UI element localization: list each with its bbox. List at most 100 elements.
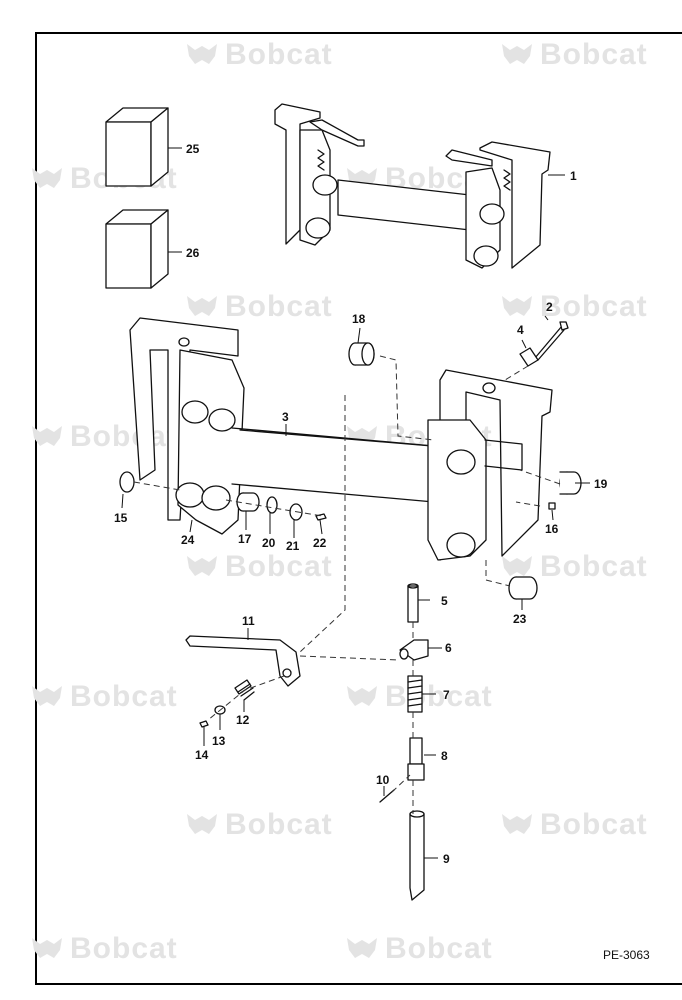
part-11-handle bbox=[185, 635, 301, 687]
bobcat-logo-icon bbox=[502, 814, 532, 834]
part-9-plunger bbox=[409, 810, 425, 901]
callout-20: 20 bbox=[262, 536, 276, 550]
bobcat-watermark: Bobcat bbox=[185, 806, 333, 842]
drawing-border bbox=[35, 32, 682, 985]
bobcat-logo-icon bbox=[187, 44, 217, 64]
callout-26: 26 bbox=[186, 246, 200, 260]
dash-line-23 bbox=[485, 560, 511, 587]
watermark-text: Bobcat bbox=[70, 420, 178, 453]
dash-line-19 bbox=[519, 469, 561, 485]
part-24-left-mount bbox=[129, 317, 245, 535]
bobcat-logo-icon bbox=[187, 556, 217, 576]
callout-17: 17 bbox=[238, 532, 252, 546]
bobcat-watermark: Bobcat bbox=[185, 548, 333, 584]
bobcat-logo-icon bbox=[502, 296, 532, 316]
bobcat-watermark: Bobcat bbox=[185, 288, 333, 324]
watermark-text: Bobcat bbox=[225, 290, 333, 323]
watermark-text: Bobcat bbox=[225, 808, 333, 841]
callout-11: 11 bbox=[242, 614, 255, 628]
callout-1: 1 bbox=[570, 169, 577, 183]
callout-22: 22 bbox=[313, 536, 327, 550]
part-23-bushing bbox=[508, 576, 538, 600]
bobcat-logo-icon bbox=[502, 44, 532, 64]
dash-line-6 bbox=[299, 655, 399, 661]
bobcat-watermark: Bobcat bbox=[500, 36, 648, 72]
right-mount bbox=[427, 369, 553, 561]
callout-12: 12 bbox=[236, 713, 250, 727]
part-8-collar bbox=[407, 737, 425, 781]
bobcat-logo-icon bbox=[32, 938, 62, 958]
watermark-text: Bobcat bbox=[540, 38, 648, 71]
bobcat-logo-icon bbox=[347, 686, 377, 706]
bobcat-watermark: Bobcat bbox=[345, 930, 493, 966]
part-10-rollpin bbox=[379, 789, 395, 803]
bobcat-logo-icon bbox=[187, 814, 217, 834]
callout-5: 5 bbox=[441, 594, 448, 608]
dash-line-17-22 bbox=[225, 499, 323, 517]
bobcat-logo-icon bbox=[502, 556, 532, 576]
part-16-fitting bbox=[548, 502, 556, 510]
watermark-text: Bobcat bbox=[70, 680, 178, 713]
callout-13: 13 bbox=[212, 734, 226, 748]
watermark-text: Bobcat bbox=[540, 290, 648, 323]
part-19-bushing bbox=[559, 471, 582, 495]
callout-8: 8 bbox=[441, 749, 448, 763]
callout-9: 9 bbox=[443, 852, 450, 866]
callout-7: 7 bbox=[443, 688, 450, 702]
drawing-code: PE-3063 bbox=[603, 948, 650, 962]
bobcat-logo-icon bbox=[187, 296, 217, 316]
part-6-block bbox=[399, 639, 429, 661]
bobcat-watermark: Bobcat bbox=[30, 930, 178, 966]
bobcat-watermark: Bobcat bbox=[345, 678, 493, 714]
callout-4: 4 bbox=[517, 323, 524, 337]
dash-line-16 bbox=[515, 501, 541, 507]
watermark-text: Bobcat bbox=[225, 550, 333, 583]
callout-2: 2 bbox=[546, 300, 553, 314]
bobcat-logo-icon bbox=[32, 686, 62, 706]
watermark-text: Bobcat bbox=[70, 932, 178, 965]
bobcat-watermark: Bobcat bbox=[500, 548, 648, 584]
bobcat-watermark: Bobcat bbox=[185, 36, 333, 72]
part-7-spring bbox=[407, 675, 423, 713]
watermark-text: Bobcat bbox=[385, 932, 493, 965]
dash-line-11 bbox=[299, 395, 346, 653]
bobcat-watermark: Bobcat bbox=[500, 288, 648, 324]
part-3-cross-tube bbox=[231, 427, 435, 503]
dash-line-18 bbox=[379, 355, 435, 441]
bobcat-logo-icon bbox=[347, 938, 377, 958]
bobcat-logo-icon bbox=[32, 426, 62, 446]
callout-10: 10 bbox=[376, 773, 390, 787]
dash-line-4 bbox=[504, 365, 529, 381]
callout-23: 23 bbox=[513, 612, 527, 626]
watermark-text: Bobcat bbox=[540, 550, 648, 583]
dash-line-12-14 bbox=[207, 675, 285, 721]
callout-24: 24 bbox=[181, 533, 195, 547]
callout-21: 21 bbox=[286, 539, 300, 553]
callout-14: 14 bbox=[195, 748, 209, 762]
callout-6: 6 bbox=[445, 641, 452, 655]
callout-3: 3 bbox=[282, 410, 289, 424]
dash-line-10 bbox=[391, 774, 411, 793]
part-4-nut bbox=[519, 347, 539, 367]
part-20-washer bbox=[266, 496, 278, 514]
part-5-pin bbox=[407, 583, 419, 623]
bobcat-watermark: Bobcat bbox=[30, 418, 178, 454]
callout-18: 18 bbox=[352, 312, 366, 326]
dash-line-15 bbox=[133, 481, 181, 491]
callout-15: 15 bbox=[114, 511, 128, 525]
callout-16: 16 bbox=[545, 522, 559, 536]
watermark-text: Bobcat bbox=[385, 680, 493, 713]
callout-19: 19 bbox=[594, 477, 608, 491]
watermark-text: Bobcat bbox=[540, 808, 648, 841]
part-17-bushing bbox=[236, 492, 260, 512]
part-2-bolt bbox=[534, 321, 569, 361]
part-26-box bbox=[105, 209, 169, 289]
bobcat-logo-icon bbox=[32, 168, 62, 188]
part-1-assembly bbox=[274, 103, 551, 269]
watermark-text: Bobcat bbox=[225, 38, 333, 71]
part-14-nut bbox=[199, 720, 209, 728]
callout-25: 25 bbox=[186, 142, 200, 156]
part-18-bushing bbox=[348, 342, 375, 366]
part-25-box bbox=[105, 107, 169, 187]
